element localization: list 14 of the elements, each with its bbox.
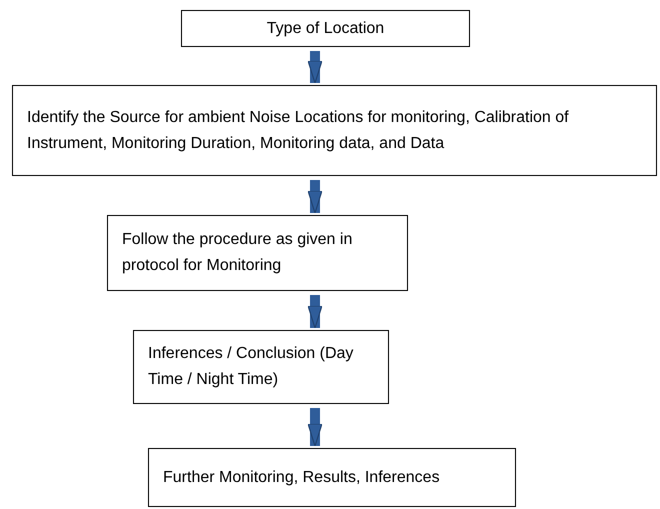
block-arrow xyxy=(308,51,322,84)
box-text: Type of Location xyxy=(266,18,386,39)
box-text: Follow the procedure as given in protocol for Monitoring xyxy=(122,230,354,276)
process-box xyxy=(12,85,657,176)
box-text: Further Monitoring, Results, Inferences xyxy=(163,468,441,488)
block-arrow xyxy=(308,408,322,446)
process-box xyxy=(133,330,389,404)
box-text: Inferences / Conclusion (Day Time / Night Time) xyxy=(148,344,354,390)
process-box xyxy=(148,448,516,507)
block-arrow xyxy=(308,180,322,214)
box-text: Identify the Source for ambient Noise Locations for monitoring, Calibration of Instrument, Monitoring Duration, Monitoring data, and Data xyxy=(27,108,570,154)
process-box xyxy=(181,10,470,47)
block-arrow xyxy=(308,295,322,328)
process-box xyxy=(107,215,408,291)
